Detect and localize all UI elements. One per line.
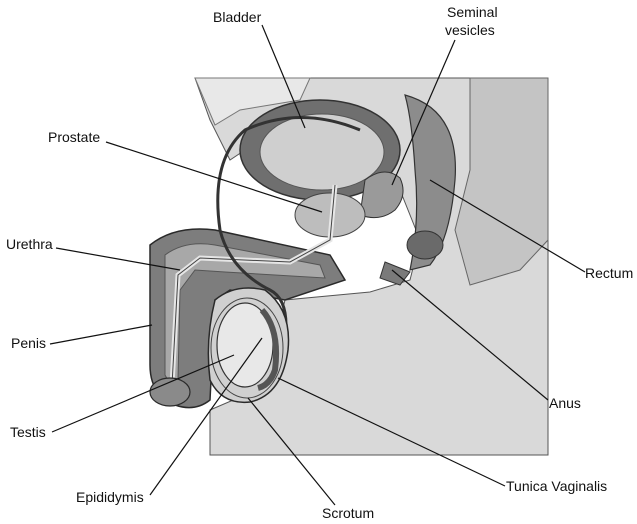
label-urethra: Urethra (6, 236, 53, 252)
label-rectum: Rectum (585, 265, 633, 281)
label-scrotum: Scrotum (322, 505, 374, 521)
leader-penis (50, 325, 152, 344)
seminal-vesicles-shape (360, 172, 403, 218)
label-epididymis: Epididymis (76, 489, 144, 505)
anatomy-illustration (150, 78, 548, 455)
label-tunica-vaginalis: Tunica Vaginalis (506, 478, 607, 494)
label-anus: Anus (549, 395, 581, 411)
label-testis: Testis (10, 424, 46, 440)
label-prostate: Prostate (48, 129, 100, 145)
label-bladder: Bladder (213, 9, 262, 25)
label-penis: Penis (11, 335, 46, 351)
label-seminal-vesicles-line1: Seminal (447, 4, 498, 20)
rectum-ampulla (407, 231, 443, 259)
bladder-inner (260, 114, 384, 190)
label-seminal-vesicles-line2: vesicles (445, 22, 495, 38)
